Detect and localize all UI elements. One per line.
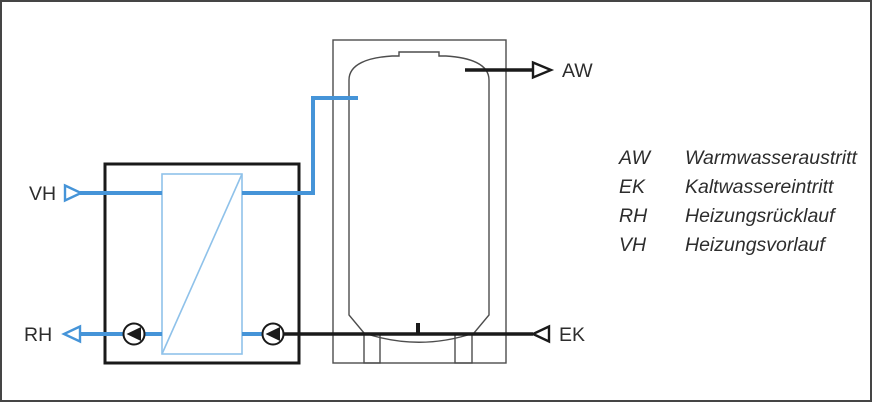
ek-inlet-arrow-icon [530, 324, 551, 344]
pump-right [261, 322, 285, 346]
aw-label: AW [562, 60, 593, 82]
legend-description: Warmwasseraustritt [685, 147, 859, 169]
legend: AW Warmwasseraustritt EK Kaltwassereintr… [618, 147, 859, 256]
legend-description: Kaltwassereintritt [685, 176, 835, 198]
pump-direction-icon [126, 327, 141, 341]
legend-term: EK [619, 176, 646, 198]
legend-term: VH [619, 234, 647, 256]
legend-term: RH [619, 205, 648, 227]
tank-enclosure [332, 39, 507, 364]
heat-exchanger-module [103, 162, 301, 365]
ek-label: EK [559, 324, 585, 346]
vh-label: VH [29, 183, 56, 205]
aw-outlet-arrow-icon [531, 60, 555, 80]
exchanger-to-tank-pipe [242, 96, 358, 195]
tank-foot-left [363, 333, 381, 364]
tank-body [348, 51, 490, 343]
module-box [103, 162, 301, 365]
legend-term: AW [618, 147, 652, 169]
heat-exchanger-diagonal [161, 173, 243, 355]
rh-outlet-arrow-icon [61, 324, 82, 344]
storage-tank [332, 39, 507, 364]
rh-label: RH [24, 324, 52, 346]
pipes-black [273, 68, 533, 336]
vh-inlet-arrow-icon [63, 183, 84, 203]
legend-description: Heizungsvorlauf [685, 234, 827, 256]
pump-left [122, 322, 146, 346]
legend-description: Heizungsrücklauf [685, 205, 837, 227]
pump-direction-icon [265, 327, 280, 341]
